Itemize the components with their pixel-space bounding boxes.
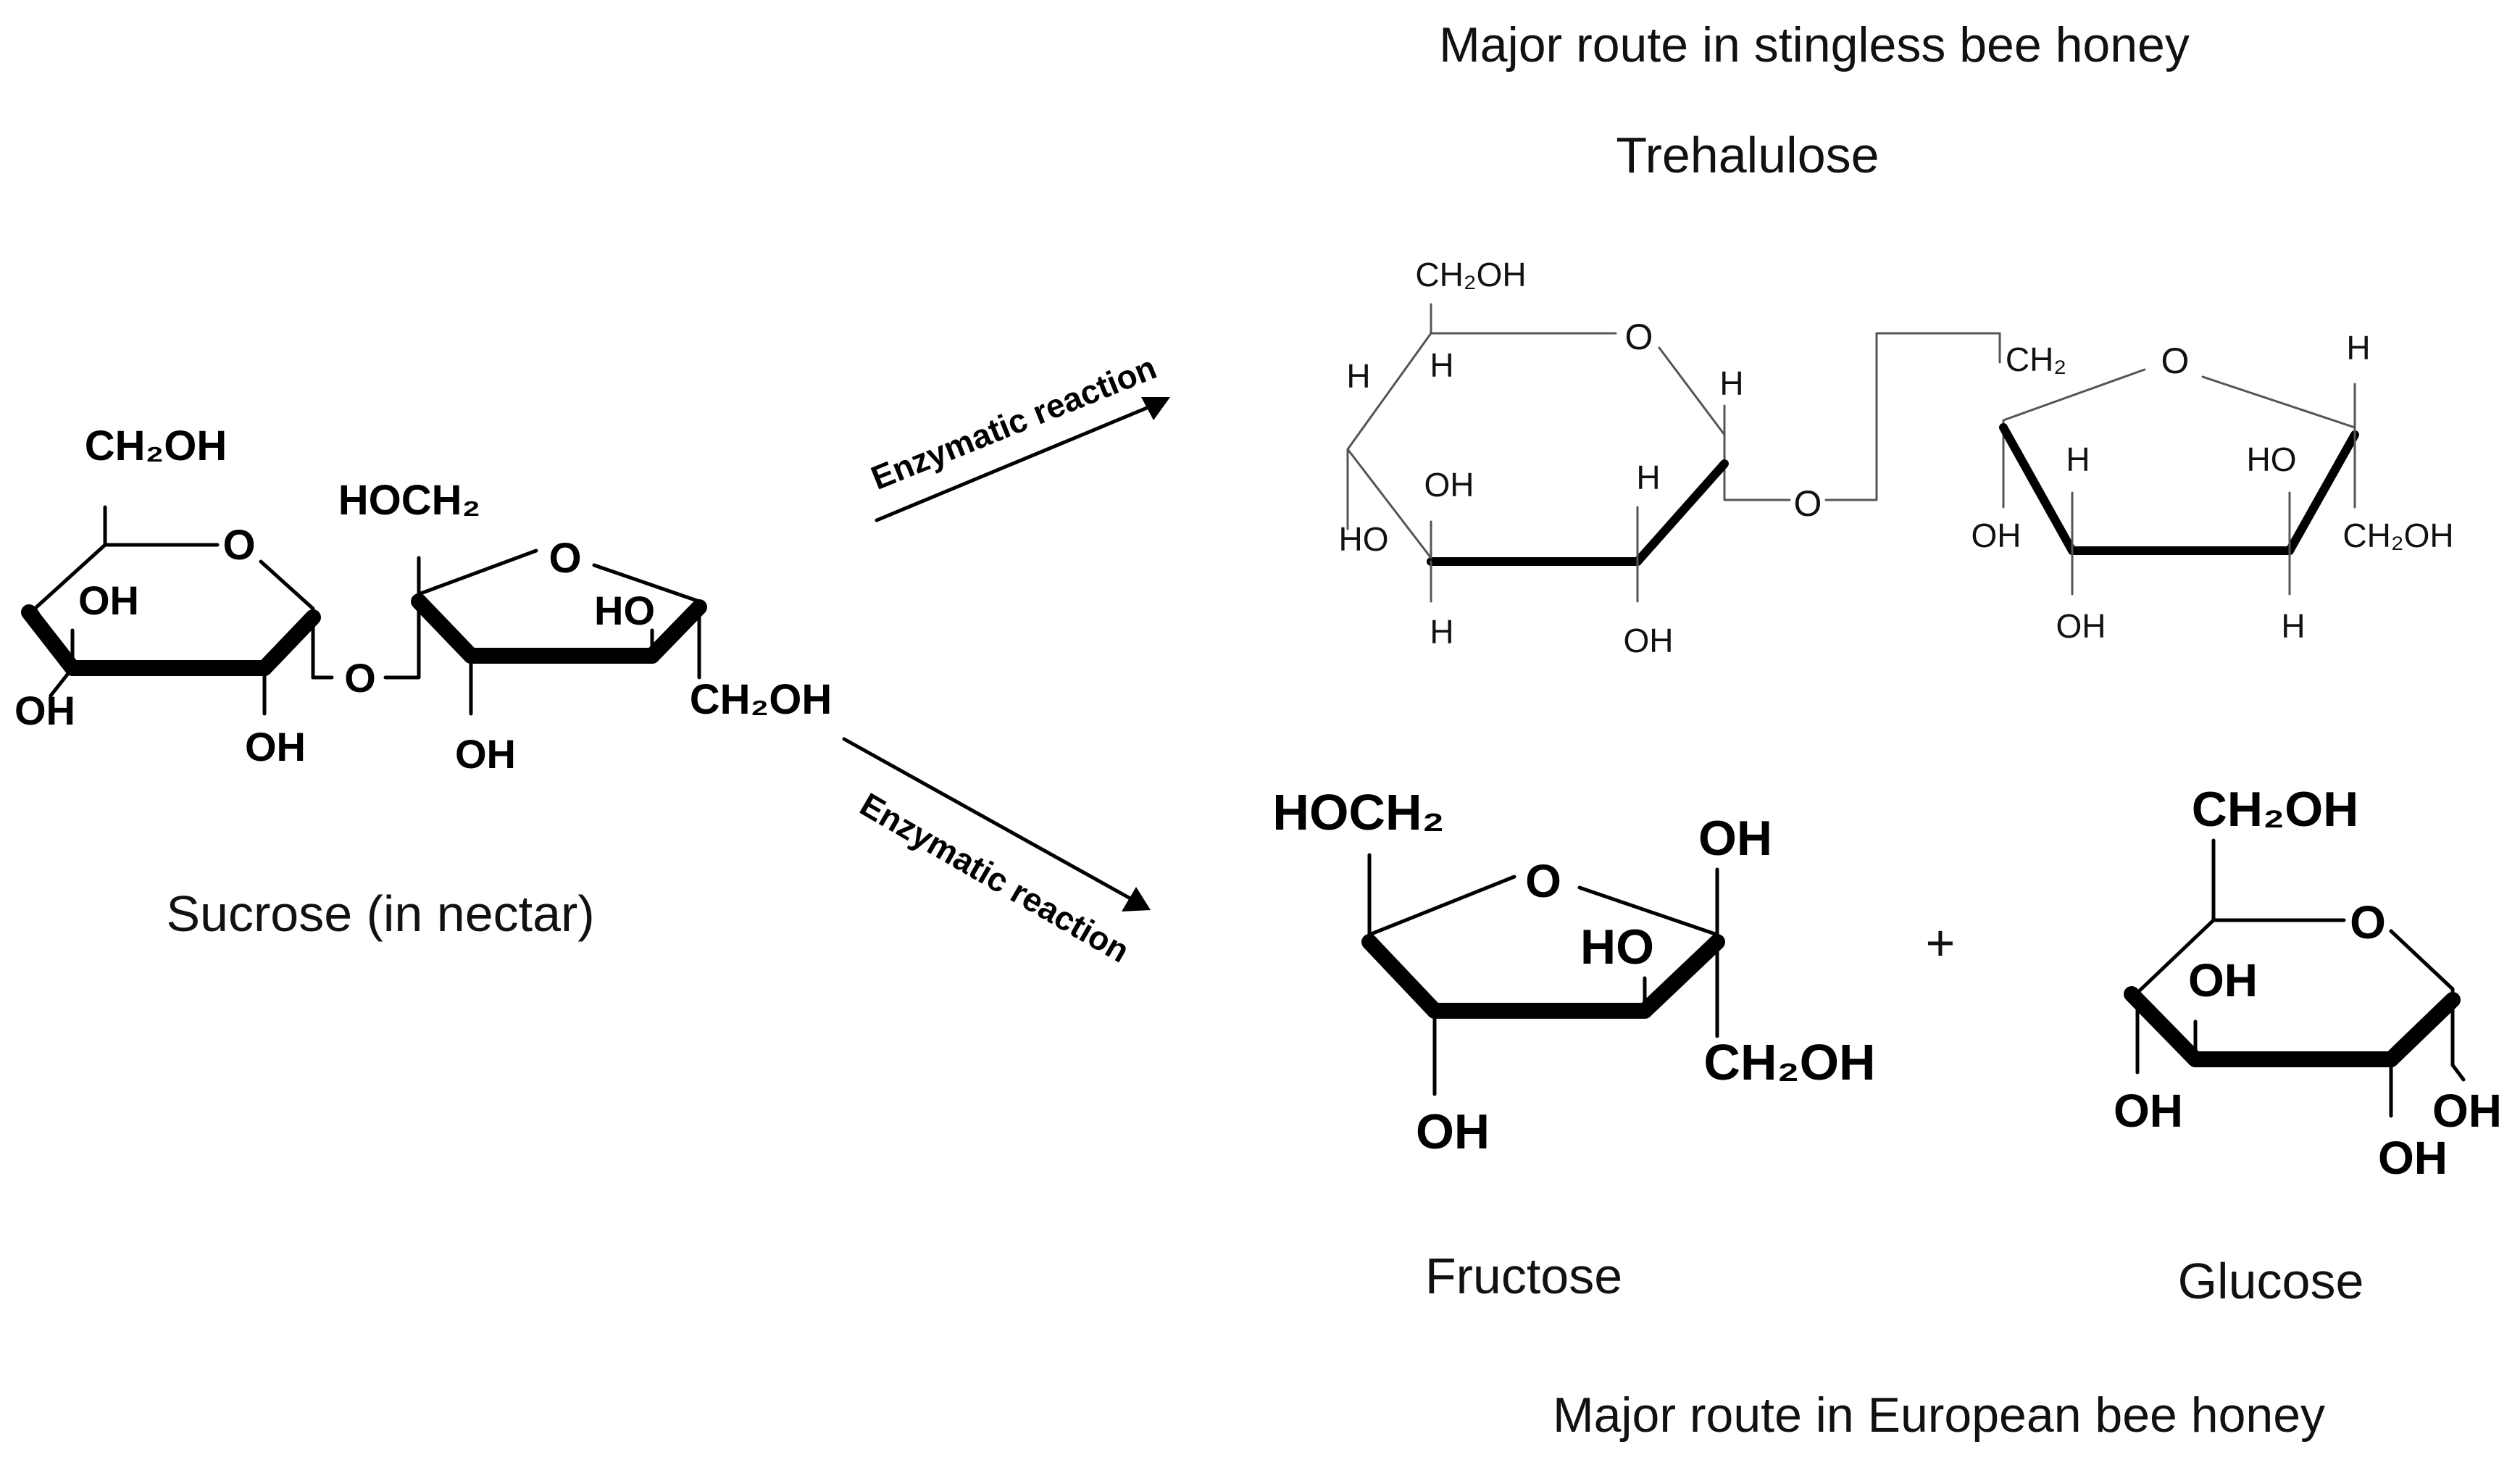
- wedge-bond: [644, 599, 707, 664]
- atom-label: CH₂OH: [85, 422, 228, 470]
- atom-label: HO: [1580, 919, 1654, 975]
- atom-label: H: [1430, 613, 1453, 651]
- atom-label: H: [1430, 346, 1453, 384]
- atom-label: OH: [2056, 607, 2106, 645]
- atom-label: OH: [14, 688, 75, 733]
- atom-label: O: [548, 535, 581, 582]
- atom-label: H: [1636, 459, 1660, 496]
- bond: [2450, 1063, 2466, 1082]
- atom-label: CH₂OH: [2342, 517, 2453, 554]
- atom-label: OH: [455, 731, 516, 777]
- arrow-head: [1141, 397, 1170, 420]
- wedge-bond: [1633, 459, 1729, 566]
- atom-label: O: [1625, 317, 1653, 357]
- atom-label: CH₂OH: [1703, 1034, 1875, 1090]
- wedge-bond: [411, 593, 479, 664]
- upper-reaction-label: Enzymatic reaction: [866, 349, 1161, 497]
- route-stingless-caption: Major route in stingless bee honey: [1439, 17, 2190, 72]
- plus-sign: +: [1926, 914, 1956, 971]
- glucose-structure: CH₂OH O OH OH OH OH: [2114, 782, 2502, 1184]
- glucose-caption: Glucose: [2178, 1253, 2364, 1309]
- sucrose-caption: Sucrose (in nectar): [166, 885, 594, 942]
- trehalulose-caption: Trehalulose: [1616, 127, 1879, 183]
- bond: [1367, 875, 1516, 937]
- bond: [2389, 929, 2455, 1067]
- bond: [2201, 375, 2356, 429]
- bond: [1824, 332, 2001, 501]
- atom-label: HOCH₂: [1272, 784, 1444, 840]
- bond: [259, 559, 315, 680]
- fructose-structure: HOCH₂ O OH HO CH₂OH OH: [1272, 784, 1875, 1159]
- atom-label: O: [2161, 341, 2190, 381]
- atom-label: HO: [594, 588, 655, 633]
- bond: [49, 666, 75, 698]
- atom-label: H: [2346, 329, 2370, 367]
- atom-label: OH: [2114, 1085, 2183, 1137]
- lower-reaction-arrow: Enzymatic reaction: [842, 737, 1151, 969]
- bond: [383, 556, 421, 680]
- atom-label: H: [2066, 441, 2090, 478]
- wedge-bond: [1361, 934, 1443, 1019]
- upper-reaction-arrow: Enzymatic reaction: [866, 349, 1170, 522]
- atom-label: H: [2281, 607, 2305, 645]
- atom-label: O: [1794, 483, 1822, 524]
- wedge-bond: [2285, 430, 2359, 555]
- atom-label: OH: [1624, 622, 1674, 659]
- wedge-bond: [1637, 934, 1725, 1019]
- wedge-bond: [2383, 992, 2461, 1067]
- fructose-caption: Fructose: [1425, 1248, 1622, 1304]
- atom-label: OH: [2188, 954, 2258, 1006]
- atom-label: CH₂OH: [1415, 256, 1526, 293]
- atom-label: OH: [1424, 466, 1474, 504]
- atom-label: OH: [2378, 1132, 2448, 1184]
- atom-label: O: [1525, 855, 1561, 907]
- atom-label: O: [344, 655, 376, 701]
- arrow-head: [1122, 887, 1151, 912]
- atom-label: O: [222, 522, 255, 569]
- atom-label: CH₂OH: [690, 676, 833, 723]
- sucrose-structure: CH₂OH O OH OH OH O HOCH₂ O HO CH₂OH OH: [14, 422, 832, 777]
- bond: [103, 505, 220, 547]
- arrow-shaft: [842, 737, 1132, 901]
- wedge-bond: [2124, 986, 2203, 1067]
- atom-label: OH: [2432, 1085, 2502, 1137]
- wedge-bond: [256, 609, 321, 676]
- atom-label: OH: [1972, 517, 2022, 554]
- atom-label: CH₂OH: [2192, 782, 2358, 837]
- atom-label: OH: [78, 577, 139, 623]
- bond: [1577, 885, 1719, 937]
- atom-label: H: [1346, 357, 1370, 395]
- atom-label: CH₂: [2006, 341, 2066, 378]
- atom-label: OH: [1416, 1104, 1490, 1159]
- atom-label: HOCH₂: [338, 477, 481, 524]
- atom-label: H: [1719, 364, 1743, 402]
- atom-label: O: [2350, 896, 2386, 948]
- wedge-bond: [1999, 423, 2077, 555]
- atom-label: OH: [1698, 811, 1772, 866]
- trehalulose-structure: CH₂OH H O H H OH H HO H OH O CH₂ O H H H…: [1339, 256, 2454, 659]
- bond: [2002, 368, 2146, 422]
- atom-label: HO: [2247, 441, 2297, 478]
- arrow-shaft: [875, 404, 1154, 522]
- wedge-bond: [21, 604, 80, 676]
- route-european-caption: Major route in European bee honey: [1553, 1388, 2325, 1443]
- atom-label: HO: [1339, 520, 1389, 558]
- bond: [417, 548, 538, 596]
- atom-label: OH: [245, 724, 306, 769]
